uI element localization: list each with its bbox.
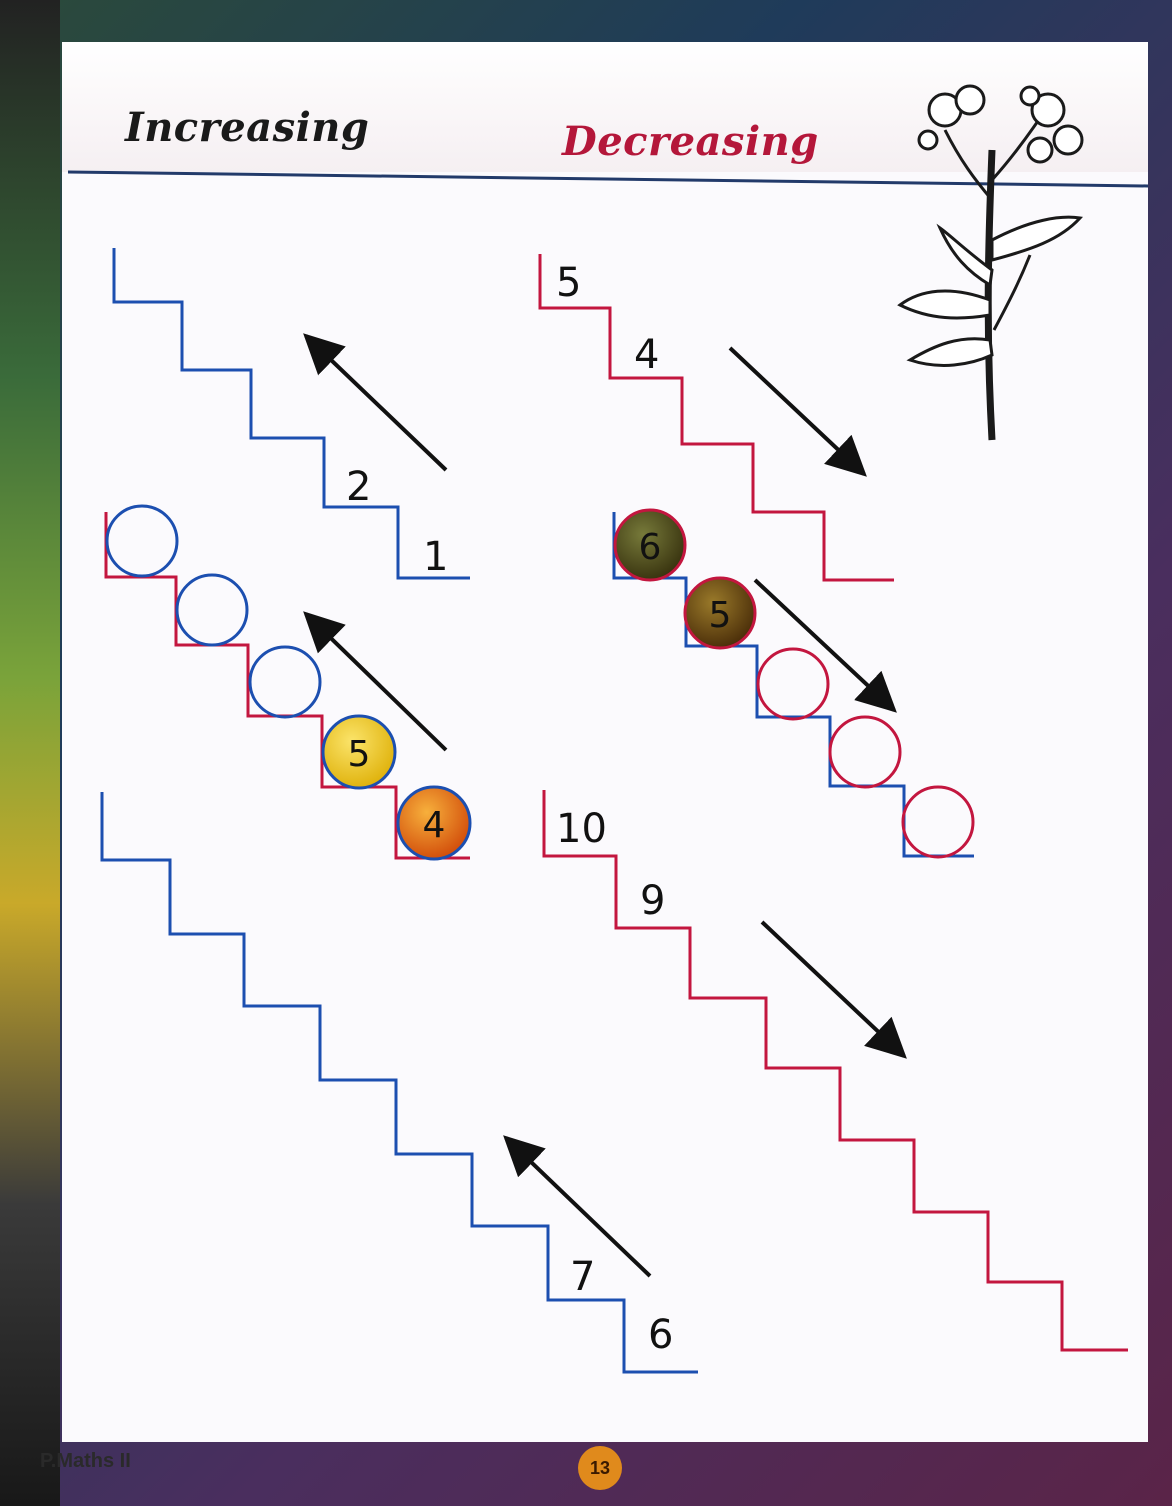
arrow-down-right-icon xyxy=(755,580,894,710)
stair-label-5: 5 xyxy=(556,260,581,306)
page-number-badge: 13 xyxy=(578,1446,622,1490)
arrow-down-right-icon xyxy=(730,348,864,474)
staircase-inc-bottom xyxy=(102,792,698,1372)
flower-illustration xyxy=(900,86,1082,440)
stair-label-7: 7 xyxy=(570,1254,595,1300)
empty-ball-circle xyxy=(758,649,828,719)
empty-ball-circle xyxy=(177,575,247,645)
ball-label-6: 6 xyxy=(639,527,662,568)
empty-ball-circle xyxy=(250,647,320,717)
header-divider xyxy=(68,172,1148,186)
stair-label-4: 4 xyxy=(634,332,659,378)
staircase-dec-top xyxy=(540,254,894,580)
ball-label-4: 4 xyxy=(423,805,446,846)
ball-label-5: 5 xyxy=(348,734,371,775)
arrow-up-left-icon xyxy=(306,336,446,470)
stair-label-2: 2 xyxy=(346,464,371,510)
book-label: P.Maths II xyxy=(40,1450,131,1473)
empty-ball-circle xyxy=(830,717,900,787)
staircase-dec-bottom xyxy=(544,790,1128,1350)
stair-label-1: 1 xyxy=(423,534,448,580)
arrow-down-right-icon xyxy=(762,922,904,1056)
empty-ball-circle xyxy=(903,787,973,857)
empty-ball-circle xyxy=(107,506,177,576)
stair-label-9: 9 xyxy=(640,878,665,924)
stair-label-10: 10 xyxy=(556,806,607,852)
staircase-inc-top xyxy=(114,248,470,578)
ball-label-5: 5 xyxy=(709,595,732,636)
stair-label-6: 6 xyxy=(648,1312,673,1358)
